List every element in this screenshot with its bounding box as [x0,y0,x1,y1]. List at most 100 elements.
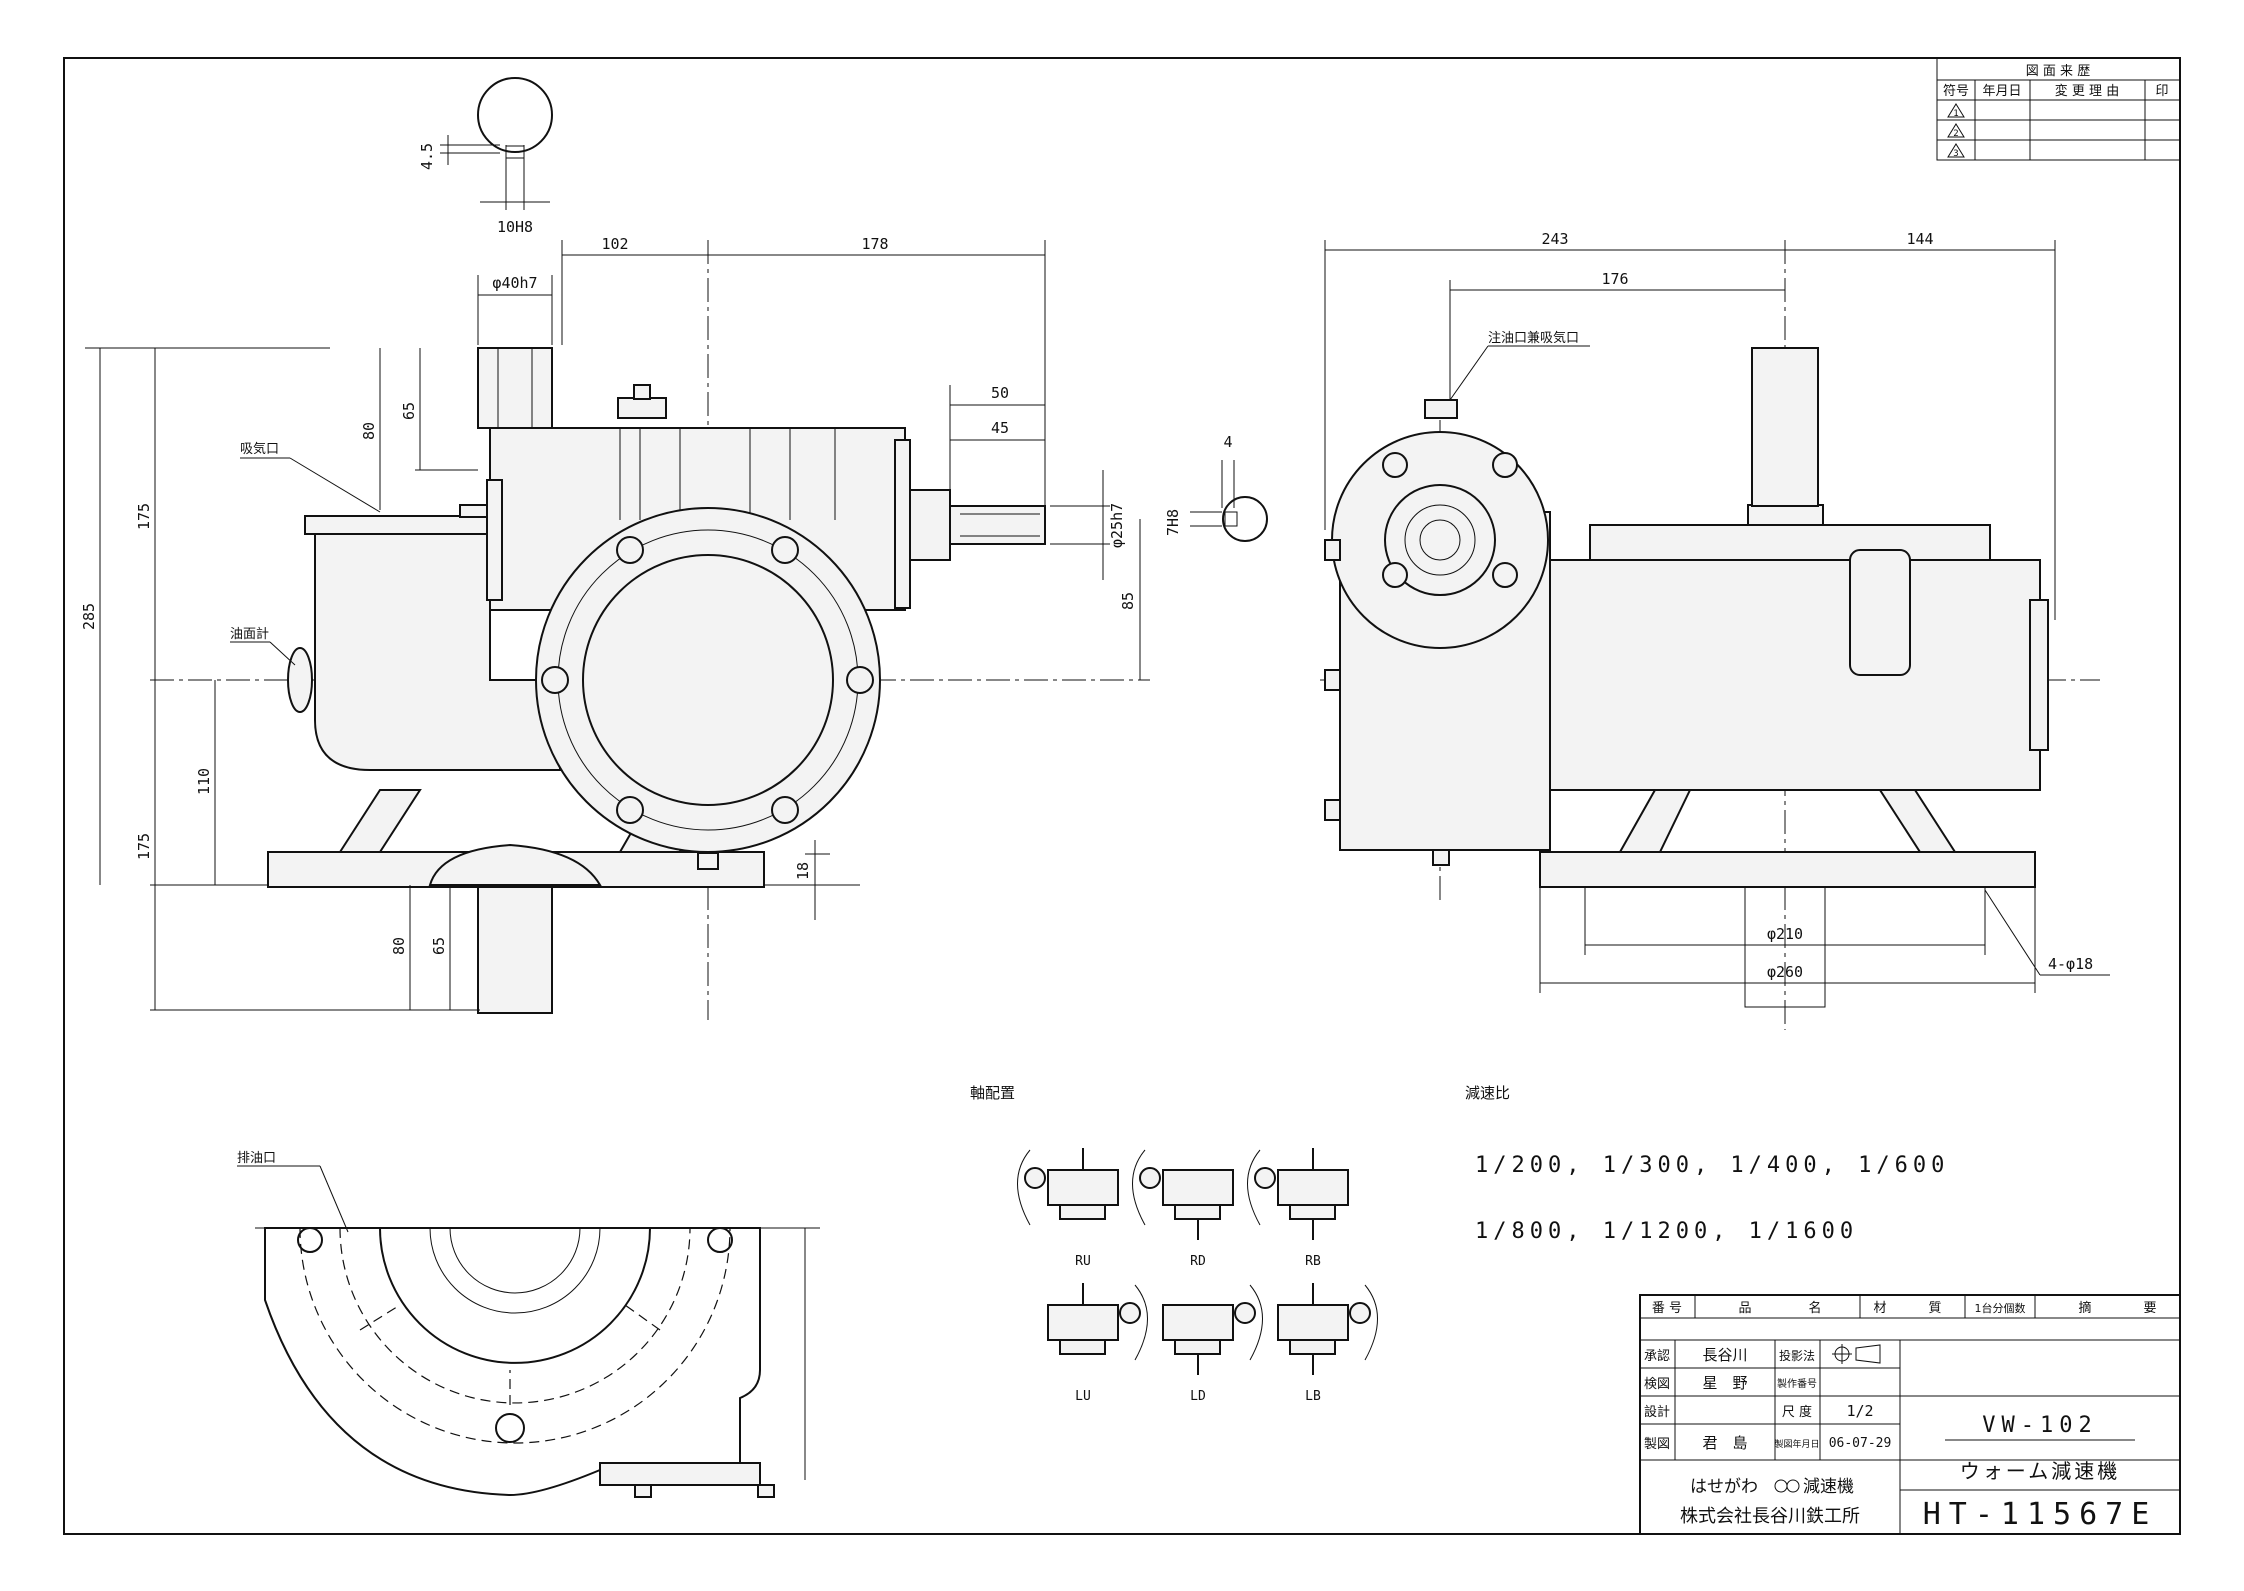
tb-drawn-name: 君 島 [1702,1434,1747,1452]
output-shaft [909,489,951,561]
dim-110: 110 [195,768,213,795]
revision-symbol-3: 3 [1947,143,1965,159]
input-shaft-lower [477,884,553,1014]
title-block: 番 号 品 名 材 質 1台分個数 摘 要 承認 長谷川 検図 星 野 設計 製… [1639,1294,2181,1535]
keyway-depth-dim: 4.5 [418,143,436,170]
small-key-width-dim: 4 [1223,433,1232,451]
wheel-flange-outer [535,507,881,853]
dim-80-upper: 80 [360,422,378,440]
svg-text:2: 2 [1953,129,1958,139]
wheel-flange-inner [582,554,834,806]
shaft-key-detail: 4.5 10H8 [418,77,553,236]
svg-text:LB: LB [1305,1389,1321,1404]
tb-approve-label: 承認 [1644,1348,1670,1364]
input-shaft-upper [477,347,553,429]
side-base-plate [1539,851,2036,888]
revision-symbol-1: 1 [1947,103,1965,119]
tb-header-item: 品 [1738,1301,1751,1316]
tb-company: 株式会社長谷川鉄工所 [1680,1506,1860,1527]
dim-18: 18 [794,862,812,880]
tb-header-remarks-2: 要 [2143,1301,2156,1316]
tb-brand: はせがわ [1690,1477,1758,1497]
dim-50: 50 [991,384,1009,402]
svg-text:3: 3 [1953,149,1958,159]
dim-285: 285 [80,603,98,630]
brand-logo-icon [1774,1479,1800,1493]
dim-65-lower: 65 [430,937,448,955]
label-air-inlet: 吸気口 [240,441,279,457]
tb-product: ウォーム減速機 [1960,1459,2120,1483]
tb-design-label: 設計 [1644,1404,1670,1420]
reduction-ratio-title: 減速比 [1465,1084,1510,1102]
tb-header-qty: 1台分個数 [1975,1301,2026,1315]
dim-bolt-holes: 4-φ18 [2048,955,2093,973]
tb-drawing-no: HT-11567E [1923,1497,2158,1532]
side-flange-bolts [1382,452,1518,588]
dim-210: φ210 [1767,925,1803,943]
tb-brand-suffix: 減速機 [1803,1477,1854,1497]
dim-65-upper: 65 [400,402,418,420]
arrangement-rb: RB [1247,1148,1349,1269]
tb-check-name: 星 野 [1702,1374,1747,1392]
bottom-base-outline [264,1227,761,1497]
revision-header-symbol: 符号 [1943,83,1969,99]
keyway-width-dim: 10H8 [497,218,533,236]
side-vertical-shaft [1751,347,1819,507]
arrangement-lu: LU [1047,1283,1148,1404]
tb-drawn-label: 製図 [1644,1437,1670,1452]
side-view: 243 144 176 φ210 φ260 4-φ18 注油口兼吸気口 [1320,230,2110,1030]
arrangement-icons: RU RD RB LU LD [1017,1148,1378,1404]
tb-header-name: 名 [1808,1300,1821,1316]
dim-shaft-dia: φ40h7 [492,274,537,292]
tb-date-value: 06-07-29 [1829,1436,1892,1451]
label-oil-drain: 排油口 [237,1151,276,1166]
tb-approve-name: 長谷川 [1702,1346,1747,1364]
tb-mfg-no-label: 製作番号 [1777,1377,1817,1390]
flange-bolts [541,536,874,824]
svg-text:1: 1 [1953,109,1958,119]
dim-178: 178 [861,235,888,253]
dim-102: 102 [601,235,628,253]
side-main-body [1549,559,2041,791]
dim-85: 85 [1119,592,1137,610]
revision-header-date: 年月日 [1982,84,2021,99]
svg-text:LU: LU [1075,1389,1091,1404]
small-key-height-dim: 7H8 [1164,509,1182,536]
dim-45: 45 [991,419,1009,437]
svg-text:RD: RD [1190,1254,1206,1269]
arrangement-ld: LD [1162,1284,1263,1404]
arrangement-lb: LB [1277,1283,1378,1404]
dim-80-lower: 80 [390,937,408,955]
tb-check-label: 検図 [1644,1377,1670,1392]
front-view: 4 7H8 102 178 φ40h7 50 45 φ25h7 85 18 [80,235,1268,1020]
dim-144: 144 [1906,230,1933,248]
sheet-border [63,57,2181,1535]
tb-header-quality: 質 [1928,1301,1941,1316]
tb-model: VW-102 [1982,1413,2097,1438]
shaft-arrangement-title: 軸配置 [970,1084,1015,1102]
revision-title: 図 面 来 歴 [2026,64,2090,79]
svg-text:RB: RB [1305,1254,1321,1269]
arrangement-rd: RD [1132,1149,1234,1269]
tb-projection-label: 投影法 [1779,1348,1815,1363]
reduction-ratio-line-1: 1/200, 1/300, 1/400, 1/600 [1475,1153,1949,1178]
tb-scale-label: 尺 度 [1782,1404,1812,1420]
bottom-view: 排油口 [237,1151,820,1498]
tb-scale-value: 1/2 [1846,1402,1873,1420]
svg-text:RU: RU [1075,1254,1091,1269]
dim-260: φ260 [1767,963,1803,981]
tb-header-remarks-1: 摘 [2078,1300,2091,1316]
dim-175-lower: 175 [135,833,153,860]
revision-header-seal: 印 [2155,84,2168,99]
svg-text:LD: LD [1190,1389,1206,1404]
tb-header-number: 番 号 [1652,1301,1682,1316]
dim-175-upper: 175 [135,503,153,530]
label-oil-fill: 注油口兼吸気口 [1488,330,1579,346]
tb-header-material: 材 [1873,1301,1886,1316]
dim-176: 176 [1601,270,1628,288]
projection-symbol-icon [1832,1344,1881,1364]
dim-243: 243 [1541,230,1568,248]
tb-date-label: 製図年月日 [1774,1438,1819,1450]
revision-block: 図 面 来 歴 符号 年月日 変 更 理 由 印 1 2 3 [1936,57,2181,161]
